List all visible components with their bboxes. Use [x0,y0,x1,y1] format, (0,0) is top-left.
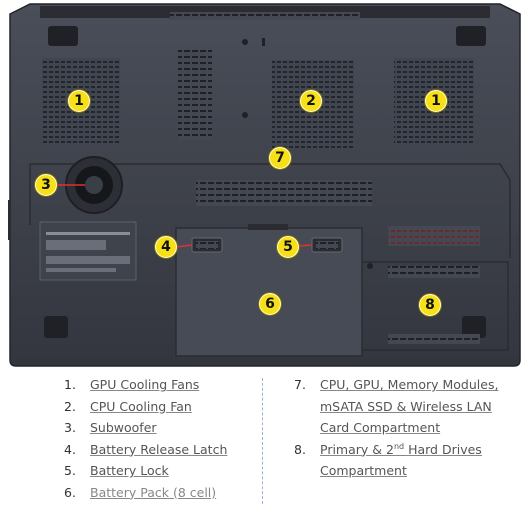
legend-number: 8. [294,441,306,457]
hdd-compartment [362,261,509,351]
legend-number: 2. [64,398,76,414]
compartment-vent [196,180,372,206]
legend-label-line: Compartment [320,463,407,478]
legend-label-line: Primary & 2nd Hard Drives [320,439,482,461]
callout-gpu-fan-left: 1 [67,89,91,113]
callout-gpu-fan-right: 1 [424,89,448,113]
legend-item[interactable]: 8. Primary & 2nd Hard Drives Compartment [294,439,514,482]
legend-item[interactable]: 2. CPU Cooling Fan [64,396,254,418]
rubber-foot [456,26,486,46]
legend-label[interactable]: Battery Pack (8 cell) [90,484,217,500]
legend-number: 4. [64,441,76,457]
legend-item[interactable]: 1. GPU Cooling Fans [64,374,254,396]
callout-hdd-compartment: 8 [418,293,442,317]
legend-divider [262,378,263,504]
legend-label[interactable]: Battery Lock [90,463,169,478]
legend-label-line: Card Compartment [320,420,441,435]
legend-item[interactable]: 3. Subwoofer [64,417,254,439]
callout-subwoofer: 3 [34,173,58,197]
legend-left-column: 1. GPU Cooling Fans 2. CPU Cooling Fan 3. S… [64,374,254,503]
legend-item[interactable]: 5. Battery Lock [64,460,254,482]
legend-label-part: Hard Drives [404,441,482,457]
callout-cpu-fan: 2 [299,89,323,113]
legend-number: 3. [64,420,76,435]
callout-battery-pack: 6 [258,292,282,316]
legend-number: 5. [64,463,76,478]
legend-label-part: Primary & 2 [320,441,394,457]
legend-label[interactable]: CPU Cooling Fan [90,398,192,414]
callout-compartment: 7 [268,146,292,170]
legend-number: 7. [294,377,306,392]
legend-item[interactable]: 6. Battery Pack (8 cell) [64,482,254,504]
legend-label[interactable]: Subwoofer [90,420,157,435]
legend-label[interactable]: Battery Release Latch [90,441,228,457]
laptop-bottom-diagram [8,3,521,367]
callout-battery-release-latch: 4 [154,235,178,259]
legend-number: 6. [64,484,76,500]
legend-label[interactable]: CPU, GPU, Memory Modules, mSATA SSD & Wi… [320,374,498,439]
legend-label[interactable]: GPU Cooling Fans [90,377,200,392]
legend-right-column: 7. CPU, GPU, Memory Modules, mSATA SSD &… [294,374,514,482]
legend-number: 1. [64,377,76,392]
rubber-foot [44,316,68,338]
legend-label-line: mSATA SSD & Wireless LAN [320,398,492,414]
rubber-foot [48,26,78,46]
callout-battery-lock: 5 [276,235,300,259]
legend-item[interactable]: 7. CPU, GPU, Memory Modules, mSATA SSD &… [294,374,514,439]
legend-item[interactable]: 4. Battery Release Latch [64,439,254,461]
legend-label[interactable]: Primary & 2nd Hard Drives Compartment [320,439,482,482]
superscript: nd [393,441,405,451]
rubber-foot [462,316,486,338]
legend-label-line: CPU, GPU, Memory Modules, [320,377,499,392]
